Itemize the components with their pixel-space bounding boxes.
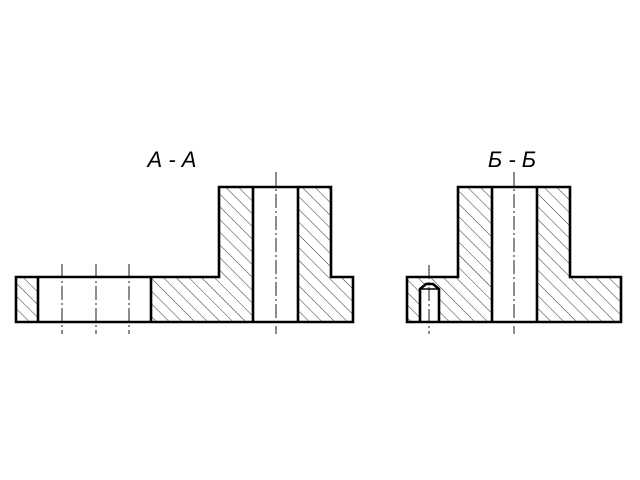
section-b-b-label: Б - Б — [488, 147, 536, 172]
section-a-a-hatching — [16, 187, 353, 322]
section-b-b: Б - Б — [405, 147, 623, 334]
section-a-a: А - А — [14, 147, 355, 334]
section-a-a-label: А - А — [146, 147, 197, 172]
section-b-b-axes — [428, 172, 515, 334]
section-a-a-outline — [14, 185, 355, 324]
section-a-a-axes — [61, 172, 277, 334]
section-b-b-hatching — [407, 187, 621, 322]
section-b-b-outline — [405, 185, 623, 324]
blind-hole — [418, 282, 441, 322]
